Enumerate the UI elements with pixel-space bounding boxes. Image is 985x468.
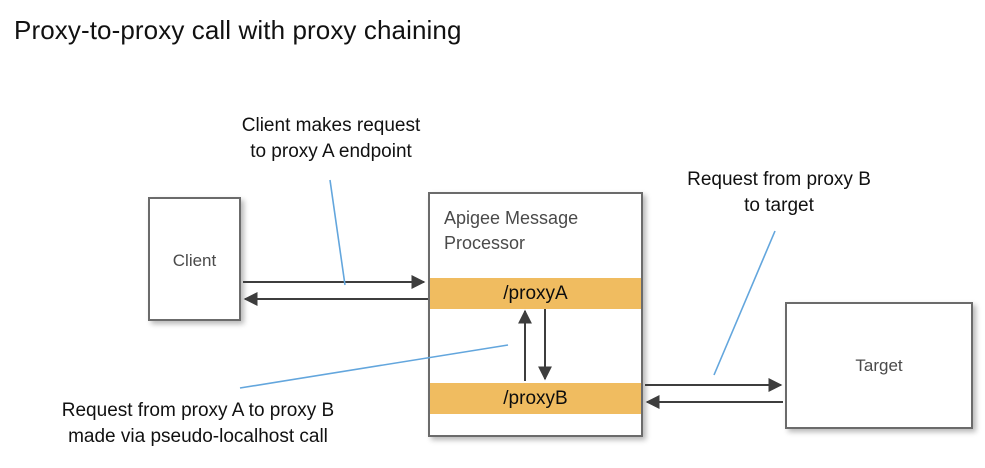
node-client: Client [148, 197, 241, 321]
leader-line-client-request [329, 179, 346, 286]
proxy-a-label: /proxyA [503, 282, 568, 304]
node-client-label: Client [172, 251, 217, 270]
node-message-processor-title: Apigee Message Processor [444, 208, 579, 253]
proxy-a-band: /proxyA [430, 278, 641, 309]
node-target: Target [785, 302, 973, 429]
annotation-client-request: Client makes request to proxy A endpoint [241, 115, 421, 162]
annotation-proxy-b-to-target: Request from proxy B to target [687, 169, 871, 216]
leader-line-proxy-b-to-target [713, 230, 776, 376]
proxy-b-label: /proxyB [503, 387, 568, 409]
proxy-b-band: /proxyB [430, 383, 641, 414]
page-title: Proxy-to-proxy call with proxy chaining [14, 15, 462, 45]
node-target-label: Target [855, 356, 903, 375]
node-message-processor: Apigee Message Processor /proxyA /proxyB [428, 192, 643, 437]
annotation-proxy-chaining: Request from proxy A to proxy B made via… [61, 400, 335, 447]
